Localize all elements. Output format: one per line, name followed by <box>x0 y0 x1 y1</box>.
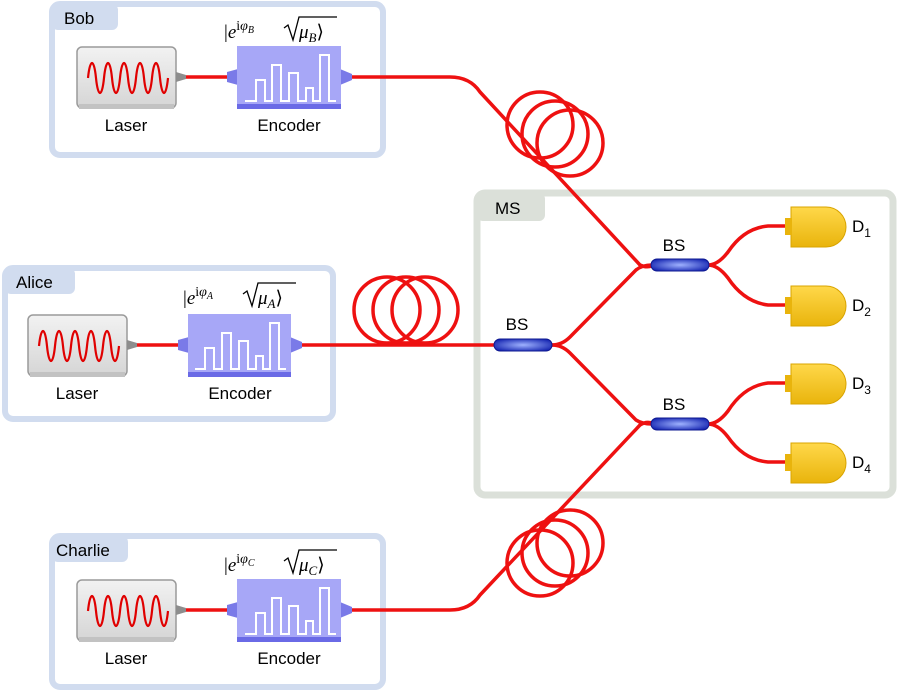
charlie-fiber-coil <box>505 508 605 598</box>
alice-laser-nozzle <box>127 340 137 350</box>
bob-phase-sub: B <box>248 25 254 36</box>
charlie-laser: Laser <box>76 579 186 668</box>
alice-laser: Laser <box>27 314 137 403</box>
charlie-laser-label: Laser <box>105 649 148 668</box>
alice-state-formula: |eiφA μA⟩ <box>183 282 296 311</box>
beamsplitter-3: BS <box>650 395 710 431</box>
bob-state-formula: |eiφB μB⟩ <box>224 16 337 45</box>
bob-laser: Laser <box>76 46 186 135</box>
svg-text:μB⟩: μB⟩ <box>298 22 324 45</box>
beamsplitter-1: BS <box>493 315 553 352</box>
bob-panel: Bob <box>49 1 386 158</box>
svg-text:|eiφC: |eiφC <box>224 552 255 576</box>
beamsplitter-2-label: BS <box>663 236 686 255</box>
charlie-encoder-pulse-icon <box>245 587 336 635</box>
bob-laser-wave-icon <box>86 61 170 95</box>
detector-4: D4 <box>785 442 871 484</box>
alice-encoder-pulse-icon <box>195 322 286 370</box>
alice-laser-label: Laser <box>56 384 99 403</box>
svg-text:|eiφB: |eiφB <box>224 19 254 43</box>
detector-3: D3 <box>785 363 871 405</box>
charlie-phase-sub: C <box>248 558 255 569</box>
bob-laser-label: Laser <box>105 116 148 135</box>
bob-fiber-coil <box>505 90 605 178</box>
bob-encoder-label: Encoder <box>257 116 321 135</box>
charlie-name: Charlie <box>56 541 110 560</box>
bob-mu-sub: B <box>309 30 317 45</box>
ms-panel: MS <box>473 189 897 499</box>
detector-1: D1 <box>785 206 871 248</box>
alice-name: Alice <box>16 273 53 292</box>
alice-mu-sub: A <box>267 296 276 311</box>
charlie-state-formula: |eiφC μC⟩ <box>224 549 337 578</box>
charlie-mu-sub: C <box>309 563 318 578</box>
charlie-encoder-label: Encoder <box>257 649 321 668</box>
ms-fiber-bs2-d2 <box>706 263 792 307</box>
ms-label: MS <box>495 199 521 218</box>
detector-4-label: D4 <box>852 453 871 476</box>
charlie-laser-nozzle <box>176 605 186 615</box>
bob-encoder-pulse-icon <box>245 54 336 102</box>
charlie-laser-wave-icon <box>86 594 170 628</box>
alice-fiber-coil <box>352 275 460 345</box>
svg-text:μA⟩: μA⟩ <box>257 288 283 311</box>
bob-name: Bob <box>64 9 94 28</box>
detector-2: D2 <box>785 285 871 327</box>
alice-encoder: Encoder <box>178 314 302 403</box>
bob-laser-nozzle <box>176 72 186 82</box>
charlie-encoder: Encoder <box>227 579 352 668</box>
svg-text:μC⟩: μC⟩ <box>298 555 325 578</box>
beamsplitter-3-label: BS <box>663 395 686 414</box>
alice-phase-sub: A <box>206 291 214 302</box>
ms-fiber-bs3-d4 <box>706 422 792 464</box>
bob-encoder: Encoder <box>227 46 352 135</box>
beamsplitter-1-label: BS <box>506 315 529 334</box>
alice-encoder-label: Encoder <box>208 384 272 403</box>
detector-3-label: D3 <box>852 374 871 397</box>
svg-text:|eiφA: |eiφA <box>183 285 214 309</box>
ms-fiber-bs1-to-bs3 <box>550 343 654 426</box>
beamsplitter-2: BS <box>650 236 710 272</box>
alice-laser-wave-icon <box>37 329 121 363</box>
detector-2-label: D2 <box>852 296 871 319</box>
detector-1-label: D1 <box>852 217 871 240</box>
ms-fiber-bs3-d3 <box>706 381 792 426</box>
ms-fiber-bs2-d1 <box>706 224 792 267</box>
